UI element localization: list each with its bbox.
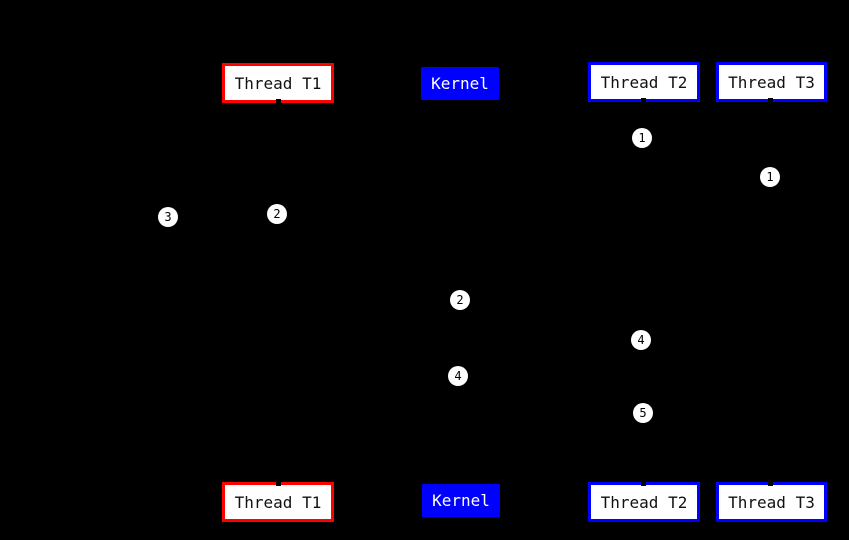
- actor-box-thread-t3-bottom: Thread T3: [716, 482, 827, 522]
- lifeline-notch-t3-bottom: [768, 478, 773, 486]
- step-marker-4-t2: 4: [631, 330, 651, 350]
- actor-box-thread-t2-bottom: Thread T2: [588, 482, 700, 522]
- step-marker-3-left: 3: [158, 207, 178, 227]
- step-marker-2-t1: 2: [267, 204, 287, 224]
- actor-box-kernel-bottom: Kernel: [422, 484, 500, 517]
- actor-box-kernel-top: Kernel: [421, 67, 499, 100]
- step-marker-5-t2: 5: [633, 403, 653, 423]
- step-marker-4-kernel: 4: [448, 366, 468, 386]
- actor-box-thread-t2-top: Thread T2: [588, 62, 700, 102]
- lifeline-notch-t2-top: [641, 98, 646, 106]
- actor-box-thread-t1-top: Thread T1: [222, 63, 334, 103]
- lifeline-notch-t2-bottom: [641, 478, 646, 486]
- step-marker-2-kernel: 2: [450, 290, 470, 310]
- step-marker-1-t3: 1: [760, 167, 780, 187]
- lifeline-notch-t1-top: [276, 99, 281, 107]
- lifeline-notch-t1-bottom: [276, 478, 281, 486]
- step-marker-1-t2: 1: [632, 128, 652, 148]
- actor-box-thread-t3-top: Thread T3: [716, 62, 827, 102]
- actor-box-thread-t1-bottom: Thread T1: [222, 482, 334, 522]
- lifeline-notch-t3-top: [768, 98, 773, 106]
